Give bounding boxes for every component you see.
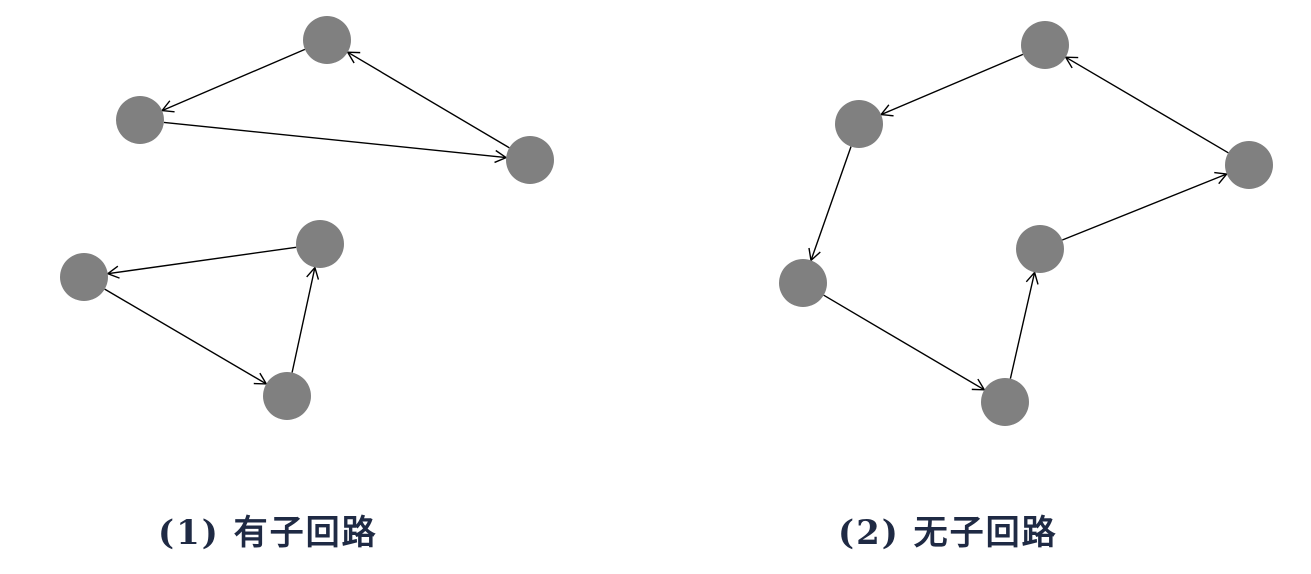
- node-e: [263, 372, 311, 420]
- edge-i-j: [823, 294, 986, 391]
- node-f: [296, 220, 344, 268]
- nodes-layer: [60, 16, 1273, 426]
- edge-b-c: [163, 121, 508, 164]
- node-b: [116, 96, 164, 144]
- edge-d-e: [104, 288, 268, 385]
- node-i: [779, 259, 827, 307]
- edge-j-k: [1009, 270, 1039, 379]
- edge-l-g: [1064, 56, 1229, 154]
- node-d: [60, 253, 108, 301]
- node-h: [835, 100, 883, 148]
- caption-without-subcycle: (2) 无子回路: [838, 513, 1058, 553]
- caption-with-subcycle: (1) 有子回路: [158, 513, 378, 553]
- edge-f-d: [106, 246, 297, 279]
- edge-e-f: [291, 266, 320, 373]
- edge-g-h: [879, 53, 1024, 117]
- node-c: [506, 136, 554, 184]
- node-k: [1016, 225, 1064, 273]
- node-a: [303, 16, 351, 64]
- edge-a-b: [160, 48, 306, 113]
- edge-c-a: [346, 51, 510, 149]
- edges-layer: [104, 48, 1229, 391]
- edge-k-l: [1062, 171, 1229, 241]
- node-j: [981, 378, 1029, 426]
- node-g: [1021, 21, 1069, 69]
- node-l: [1225, 141, 1273, 189]
- edge-h-i: [808, 146, 852, 262]
